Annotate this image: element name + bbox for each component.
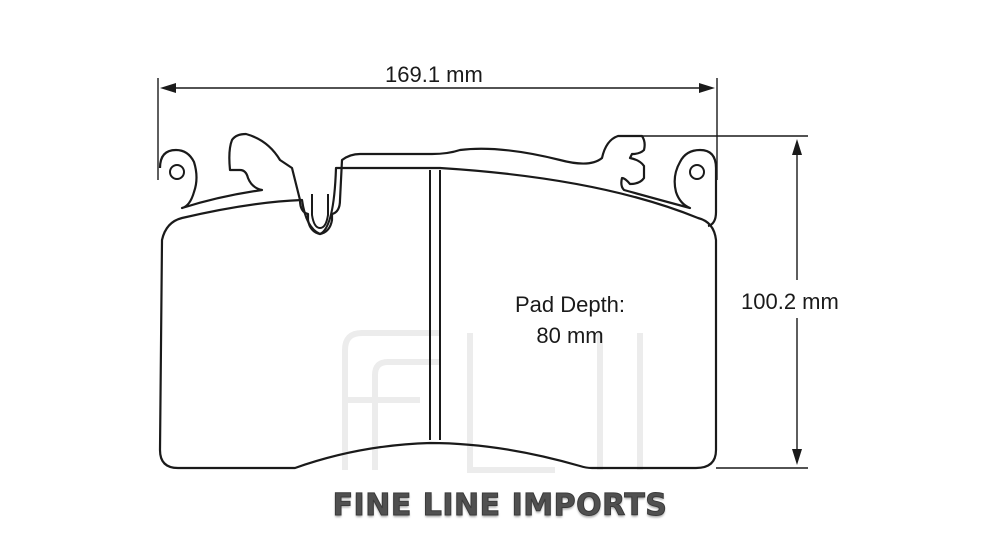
width-dimension-label: 169.1 mm <box>385 62 483 87</box>
pad-depth-label: Pad Depth: 80 mm <box>500 289 640 351</box>
height-dimension-label: 100.2 mm <box>741 289 839 314</box>
backing-plate-outline <box>158 132 718 236</box>
pad-depth-value: 80 mm <box>536 323 604 348</box>
brand-logo-text: FINE LINE IMPORTS <box>332 488 668 524</box>
width-dimension <box>157 78 718 180</box>
center-slot <box>311 194 329 230</box>
watermark-logo <box>342 330 643 473</box>
pad-depth-title: Pad Depth: <box>514 292 626 317</box>
left-mounting-hole <box>169 164 185 180</box>
height-dimension <box>640 135 808 469</box>
friction-pad-outline <box>158 166 718 470</box>
right-mounting-hole <box>689 164 705 180</box>
